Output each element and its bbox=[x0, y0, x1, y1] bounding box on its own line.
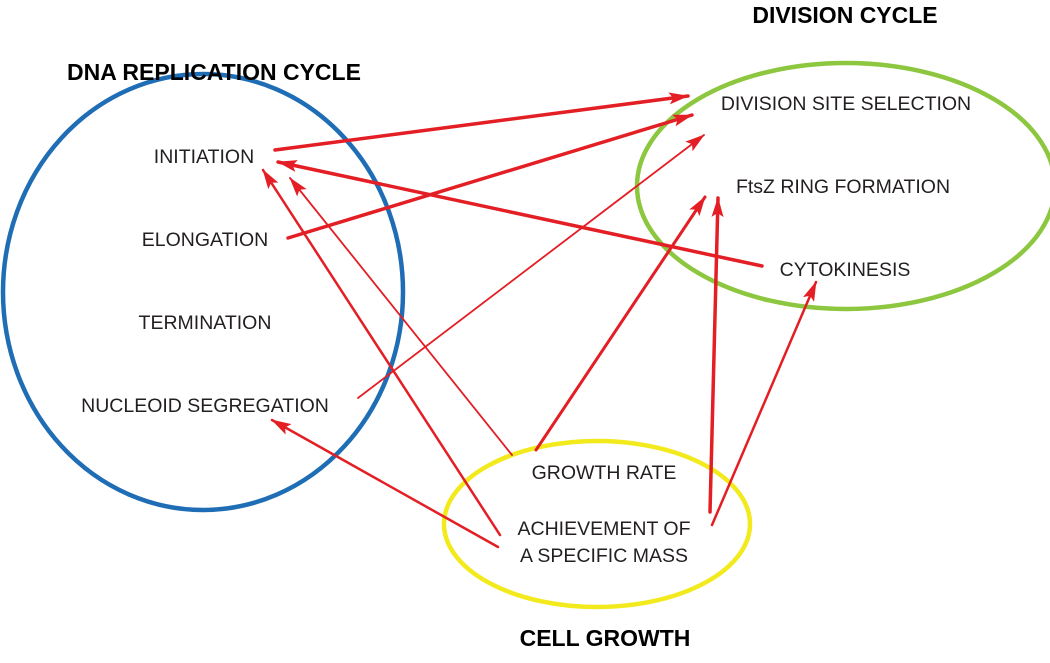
arrow-specific-mass-to-nucleoid-segregation bbox=[270, 418, 500, 549]
arrows bbox=[261, 92, 818, 549]
arrow-initiation-to-division-site-selection bbox=[273, 92, 690, 152]
growth-rate-label: GROWTH RATE bbox=[532, 462, 677, 484]
arrow-cytokinesis-to-initiation bbox=[276, 160, 764, 268]
specific-mass-label-line2: A SPECIFIC MASS bbox=[520, 545, 688, 567]
termination-label: TERMINATION bbox=[139, 312, 272, 334]
specific-mass-label-line1: ACHIEVEMENT OF bbox=[518, 518, 691, 540]
division-site-selection-label: DIVISION SITE SELECTION bbox=[721, 93, 971, 115]
arrow-nucleoid-segregation-to-division-site-selection bbox=[357, 134, 705, 399]
ftsz-ring-formation-label: FtsZ RING FORMATION bbox=[736, 176, 950, 198]
initiation-label: INITIATION bbox=[154, 146, 254, 168]
cell-growth-title: CELL GROWTH bbox=[520, 625, 691, 651]
elongation-label: ELONGATION bbox=[142, 229, 268, 251]
arrow-growth-rate-to-ftsz-ring-formation bbox=[534, 195, 707, 452]
arrow-growth-rate-to-initiation bbox=[289, 177, 513, 456]
division-cycle-title: DIVISION CYCLE bbox=[752, 2, 937, 28]
nucleoid-segregation-label: NUCLEOID SEGREGATION bbox=[81, 395, 329, 417]
arrow-elongation-to-division-site-selection bbox=[286, 113, 694, 240]
dna-replication-cycle-ellipse bbox=[0, 71, 406, 513]
dna-replication-cycle-title: DNA REPLICATION CYCLE bbox=[67, 59, 361, 85]
arrow-specific-mass-to-ftsz-ring-formation bbox=[708, 196, 724, 514]
cell-growth-ellipse bbox=[441, 438, 753, 610]
arrow-specific-mass-to-initiation bbox=[261, 168, 502, 537]
cytokinesis-label: CYTOKINESIS bbox=[780, 259, 911, 281]
arrow-specific-mass-to-cytokinesis bbox=[710, 280, 818, 527]
